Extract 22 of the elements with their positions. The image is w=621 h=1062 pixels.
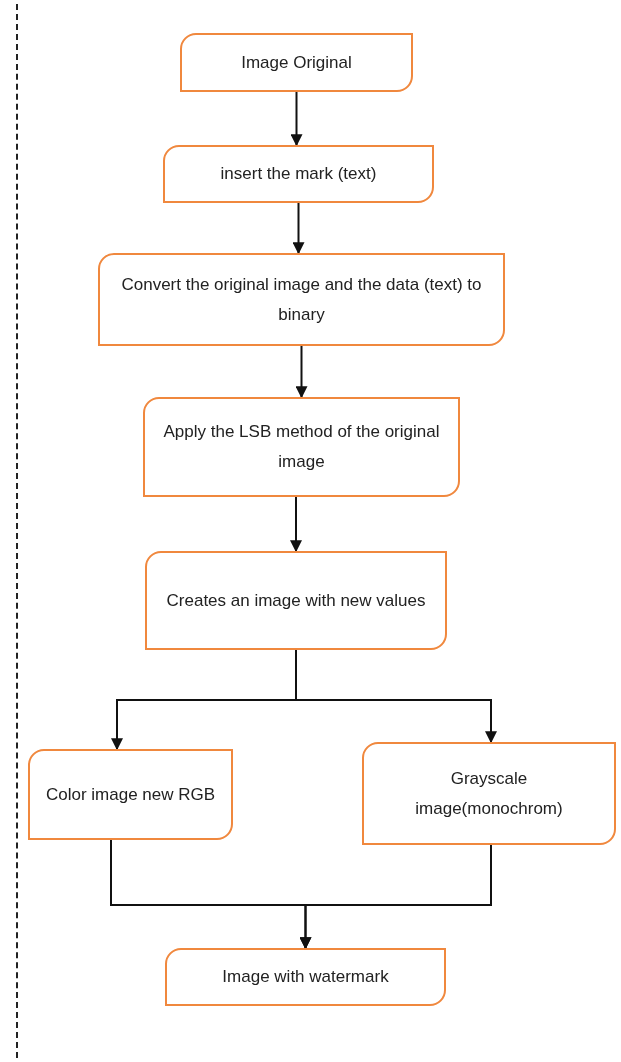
arrow bbox=[295, 345, 308, 399]
process-box bbox=[163, 145, 434, 203]
arrow bbox=[295, 649, 497, 744]
box-label: Creates an image with new values bbox=[166, 589, 426, 612]
arrow bbox=[290, 91, 303, 147]
box-label: Convert the original image and the data (text) to binary bbox=[120, 273, 483, 326]
box-label: Apply the LSB method of the original image bbox=[162, 421, 441, 473]
box-label: Grayscale image(monochrom) bbox=[414, 767, 564, 820]
arrow bbox=[299, 844, 492, 950]
box-label: insert the mark (text) bbox=[220, 163, 377, 186]
process-box bbox=[362, 742, 616, 845]
box-label: Color image new RGB bbox=[45, 783, 216, 806]
process-box bbox=[180, 33, 413, 92]
process-box bbox=[165, 948, 446, 1006]
process-box bbox=[145, 551, 447, 650]
box-label: Image Original bbox=[241, 51, 352, 74]
arrow bbox=[292, 202, 305, 255]
arrow bbox=[290, 496, 302, 553]
process-box bbox=[143, 397, 460, 497]
process-box bbox=[98, 253, 505, 346]
process-box bbox=[28, 749, 233, 840]
box-label: Image with watermark bbox=[222, 966, 389, 989]
